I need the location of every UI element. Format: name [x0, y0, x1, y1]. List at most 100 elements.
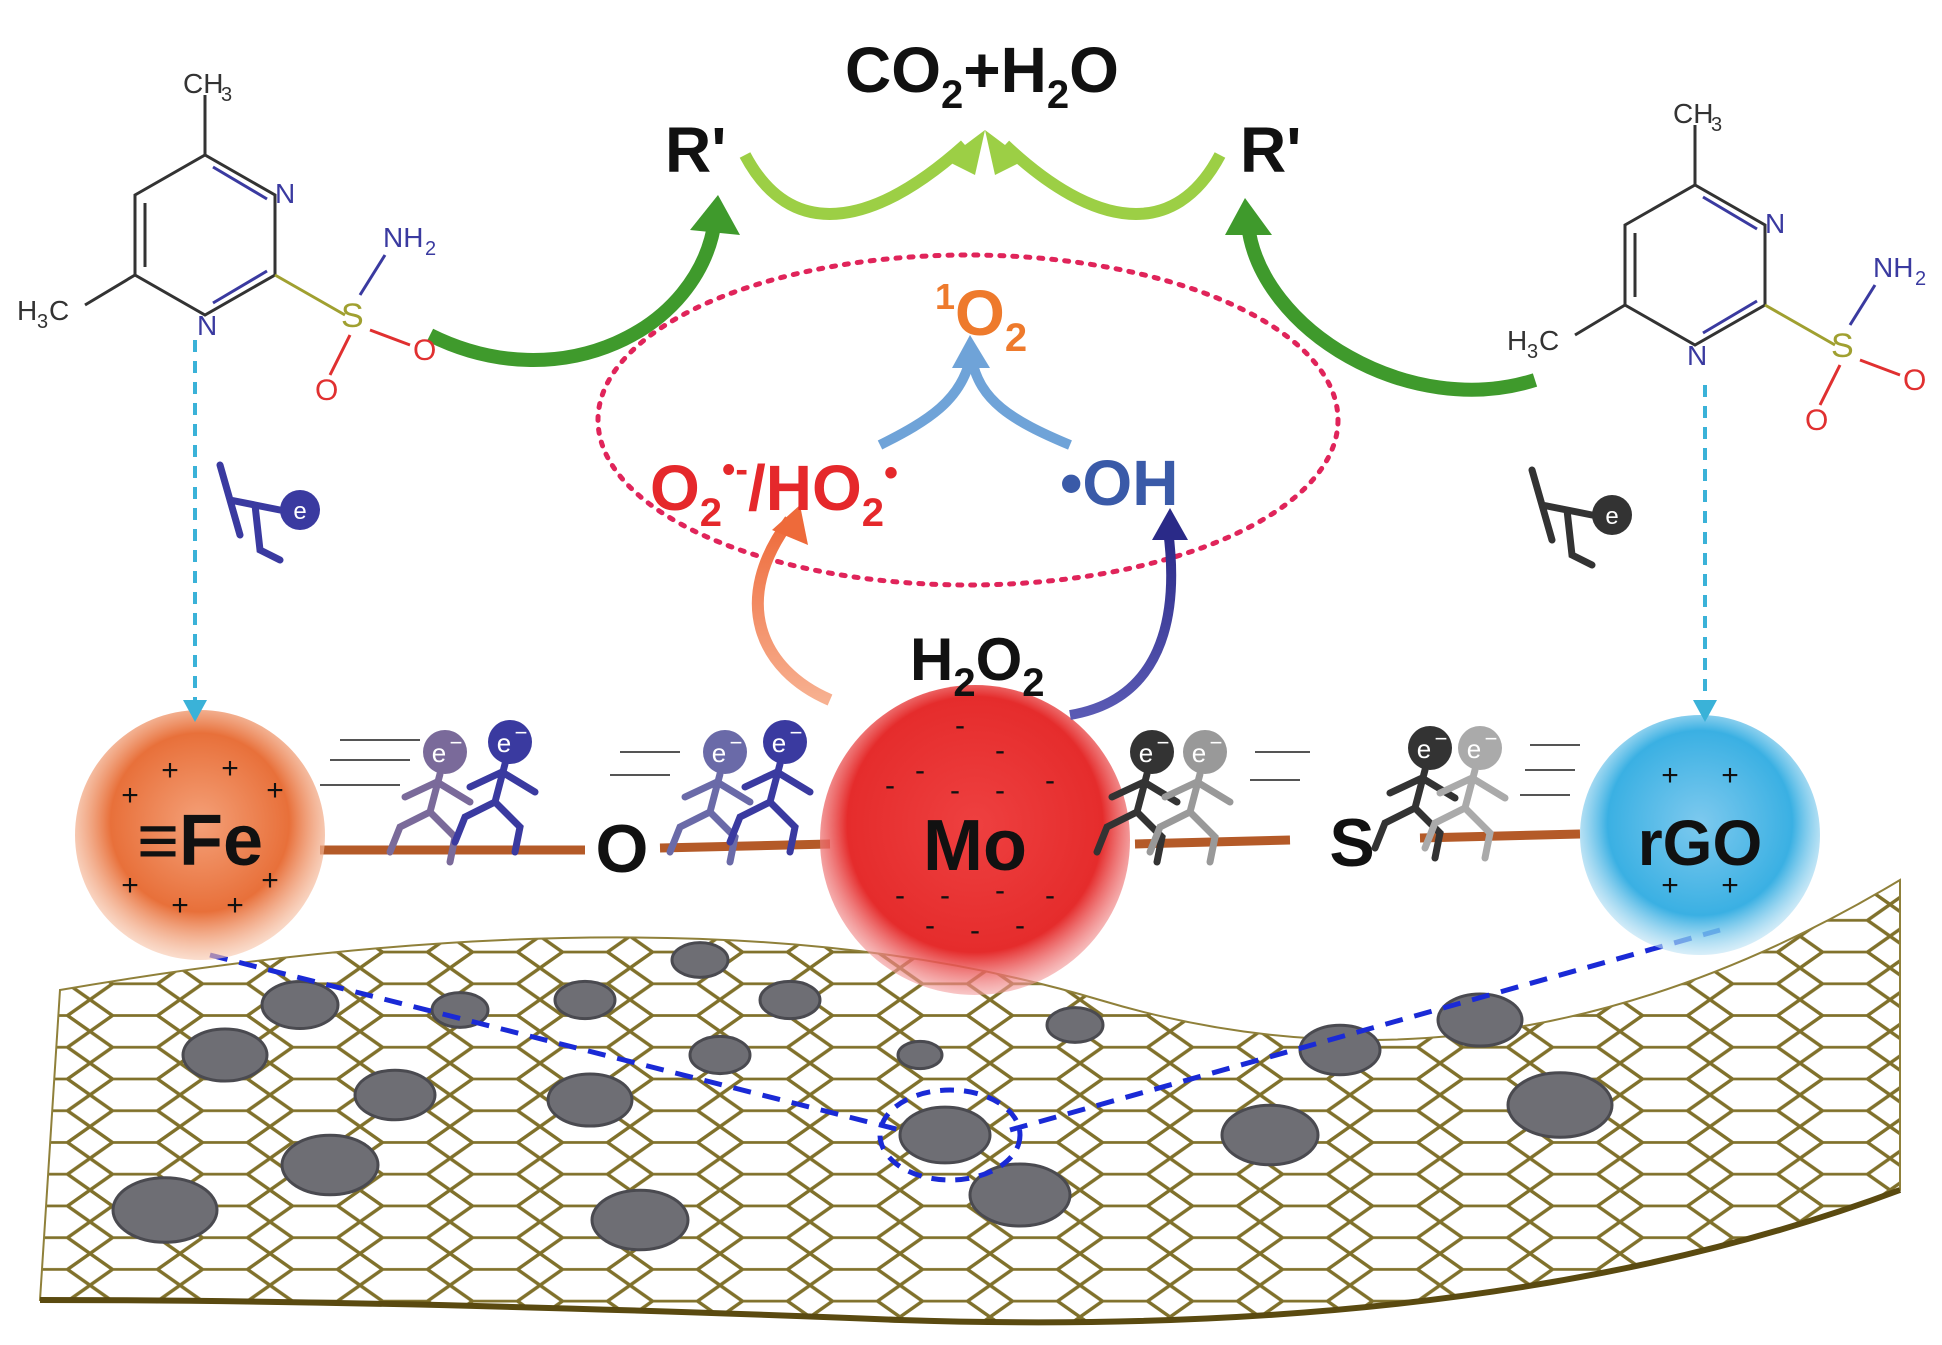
positive-charge: + [161, 754, 179, 787]
mos2-cluster [688, 1034, 752, 1076]
electron-charge: − [515, 720, 528, 745]
electron-label: e [1605, 503, 1618, 530]
positive-charge: + [1661, 869, 1679, 902]
nitrogen-atom: N [1687, 340, 1707, 371]
sulfur-atom: S [341, 297, 364, 335]
mos2-cluster [670, 941, 730, 979]
sulfur-atom: S [1831, 327, 1854, 365]
mos2-cluster [280, 1133, 380, 1197]
electron-head [1130, 730, 1174, 774]
molecule-bond [1859, 358, 1901, 377]
negative-charge: - [995, 734, 1005, 767]
electron-runner: e− [386, 730, 474, 866]
positive-charge: + [226, 889, 244, 922]
mos2-cluster [1506, 1071, 1614, 1139]
arrow-superoxide-to-singlet [877, 358, 975, 450]
oxygen-atom: O [1805, 404, 1828, 437]
molecule-bond [358, 254, 387, 296]
methyl-label: C [49, 295, 69, 326]
negative-charge: - [940, 879, 950, 912]
molecule-bond [1574, 303, 1626, 337]
molecule-bond [133, 153, 277, 317]
electron-head [488, 720, 532, 764]
graphene-sheet [38, 878, 1902, 1326]
mos2-cluster [1045, 1006, 1105, 1044]
electron-label: e [1467, 734, 1481, 764]
electron-label: e [1139, 738, 1153, 768]
fe-node: ≡Fe [75, 710, 325, 960]
methyl-subscript: 3 [221, 84, 232, 106]
electron-runner: e− [451, 720, 539, 856]
positive-charge: + [171, 889, 189, 922]
electron-runner: e− [726, 720, 814, 856]
positive-charge: + [121, 869, 139, 902]
electron-body [1421, 766, 1509, 862]
mos2-clusters [111, 941, 1614, 1252]
mos2-cluster [111, 1176, 219, 1244]
mos2-cluster [181, 1027, 269, 1083]
mos2-cluster [353, 1068, 437, 1122]
molecule-bond [212, 165, 268, 201]
electron-head [1458, 726, 1502, 770]
molecule-bond [1764, 303, 1836, 347]
mos2-cluster [590, 1188, 690, 1252]
arrow-hydroxyl-to-singlet [967, 358, 1072, 450]
mos2-cluster [898, 1105, 992, 1165]
negative-charge: - [995, 874, 1005, 907]
intermediate-left-label: R' [665, 114, 726, 186]
electron-label: e [432, 738, 446, 768]
nitrogen-atom: N [197, 310, 217, 341]
electron-body [451, 760, 539, 856]
electron-body [1371, 766, 1459, 862]
mos2-cluster [546, 1072, 634, 1128]
arrow-left-molecule-to-r [426, 218, 722, 367]
methyl-label: H [17, 295, 37, 326]
mos2-cluster [896, 1039, 944, 1071]
electron-head [423, 730, 467, 774]
electron-head [763, 720, 807, 764]
product-label: CO2+H2O [845, 34, 1119, 117]
molecule-bond [1623, 183, 1767, 347]
arrow-head-hydroxyl [1152, 508, 1188, 540]
electron-body [1093, 770, 1181, 866]
positive-charge: + [261, 864, 279, 897]
methyl-subscript: 3 [37, 311, 48, 333]
arrow-right-r-to-product [1000, 140, 1226, 220]
molecule-bond [1848, 284, 1877, 326]
electron-label: e [1417, 734, 1431, 764]
electron-runner: e− [1146, 730, 1234, 866]
molecule-bond [212, 269, 268, 305]
negative-charge: - [955, 709, 965, 742]
electron-label: e [293, 498, 306, 525]
negative-charge: - [895, 879, 905, 912]
molecule-bond [1818, 364, 1842, 406]
negative-charge: - [950, 774, 960, 807]
mos2-cluster [430, 991, 490, 1029]
mo-label: Mo [923, 806, 1027, 886]
dash-head-right [1693, 700, 1717, 722]
charge-marks: ++++++++++++-------------- [121, 709, 1739, 947]
molecule-bond [274, 273, 346, 317]
electron-head [1592, 495, 1632, 535]
molecule-bond [1702, 195, 1758, 231]
methyl-label: CH [183, 68, 223, 99]
rgo-node: rGO [1580, 715, 1820, 955]
negative-charge: - [970, 914, 980, 947]
arrow-head-left-r [690, 195, 740, 235]
mos2-cluster [1436, 992, 1524, 1048]
intermediate-right-label: R' [1240, 114, 1301, 186]
fe-label: ≡Fe [137, 801, 263, 881]
amine-subscript: 2 [425, 238, 436, 260]
oxygen-atom: O [413, 334, 436, 367]
methyl-subscript: 3 [1711, 114, 1722, 136]
electron-head [1183, 730, 1227, 774]
falling-electron: e [1528, 466, 1632, 569]
positive-charge: + [221, 752, 239, 785]
negative-charge: - [995, 774, 1005, 807]
oxygen-link-label: O [596, 811, 649, 887]
falling-electron: e [216, 461, 320, 564]
electron-runner: e− [1421, 726, 1509, 862]
methyl-subscript: 3 [1527, 341, 1538, 363]
